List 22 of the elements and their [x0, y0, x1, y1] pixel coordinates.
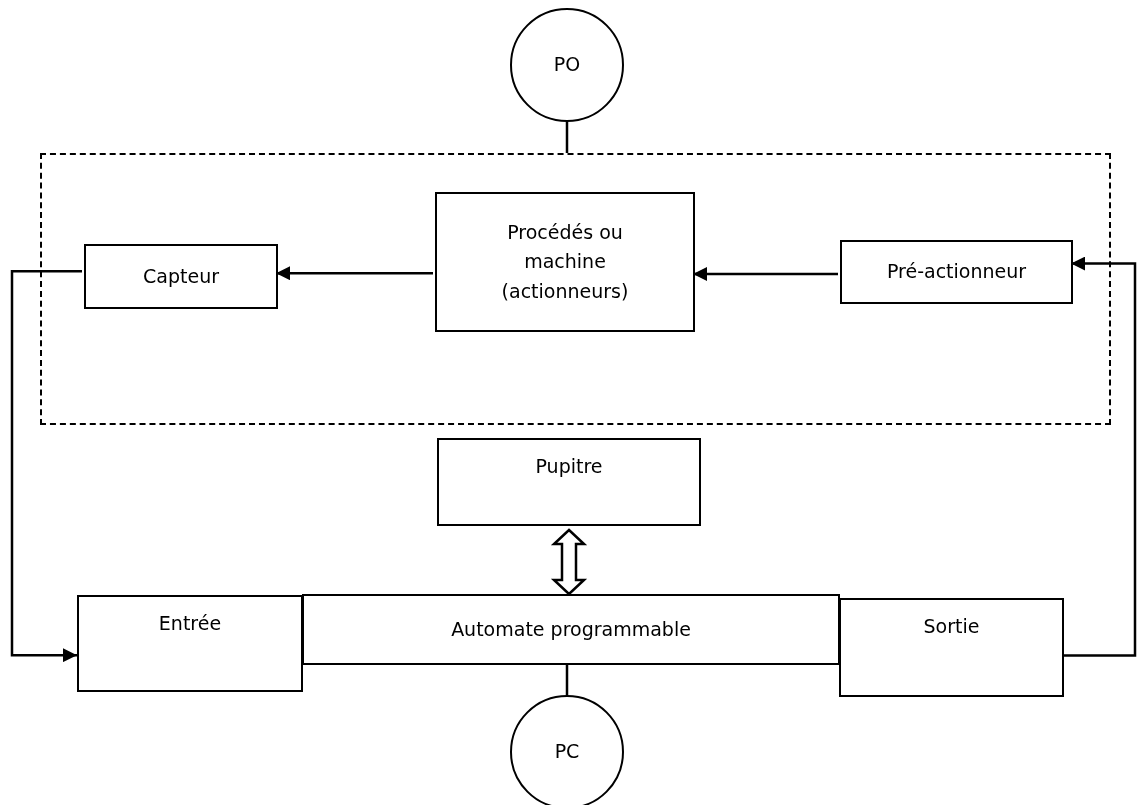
connector-line — [565, 665, 569, 695]
arrow — [1064, 256, 1137, 657]
node-label: Entrée — [158, 611, 222, 636]
node-label: Capteur — [143, 263, 219, 289]
process-box — [435, 192, 695, 332]
node-label: PC — [554, 739, 580, 765]
arrow — [10, 270, 82, 663]
node-label: PO — [553, 52, 581, 78]
process-box — [839, 598, 1064, 697]
node-label: Pupitre — [535, 454, 603, 479]
dashed-boundary — [40, 153, 1111, 425]
process-box — [437, 438, 701, 526]
process-box — [840, 240, 1073, 304]
process-box — [84, 244, 278, 309]
node-label: Sortie — [923, 614, 980, 639]
connector-line — [565, 122, 569, 153]
node-label: Automate programmable — [451, 616, 691, 642]
process-box — [302, 594, 840, 665]
node-label: Procédés ou machine (actionneurs) — [500, 219, 630, 304]
process-box — [77, 595, 303, 692]
double-arrow — [550, 528, 588, 596]
node-label: Pré-actionneur — [886, 259, 1027, 285]
